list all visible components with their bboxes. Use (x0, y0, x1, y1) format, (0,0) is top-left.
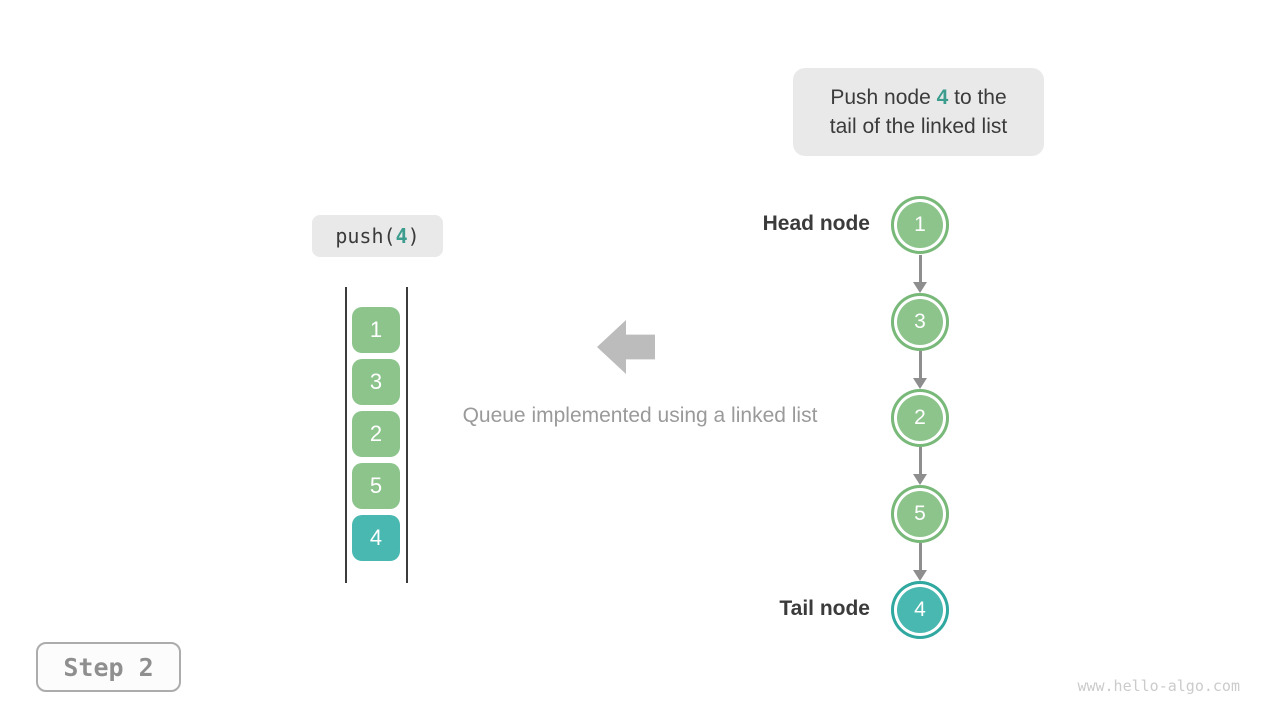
linked-list-node: 3 (891, 293, 949, 351)
linked-list-node-tail: 4 (891, 581, 949, 639)
annotation-text: Push node (830, 86, 937, 109)
queue-cell: 5 (352, 463, 400, 509)
operation-prefix: push( (335, 224, 396, 248)
push-annotation-box: Push node 4 to the tail of the linked li… (793, 68, 1044, 156)
linked-list-node: 2 (891, 389, 949, 447)
down-arrow-icon (913, 351, 927, 389)
queue-cell: 1 (352, 307, 400, 353)
annotation-text: to the (948, 86, 1007, 109)
watermark-text: www.hello-algo.com (1077, 677, 1240, 695)
linked-list-node: 5 (891, 485, 949, 543)
queue-cell: 2 (352, 411, 400, 457)
head-node-label: Head node (762, 212, 870, 235)
queue-cell-pushed: 4 (352, 515, 400, 561)
down-arrow-icon (913, 255, 927, 293)
down-arrow-icon (913, 543, 927, 581)
down-arrow-icon (913, 447, 927, 485)
annotation-highlight-value: 4 (936, 86, 949, 109)
push-operation-chip: push(4) (312, 215, 443, 257)
queue-rail-right (406, 287, 408, 583)
linked-list-node: 1 (891, 196, 949, 254)
queue-rail-left (345, 287, 347, 583)
queue-cell: 3 (352, 359, 400, 405)
operation-argument: 4 (395, 224, 408, 248)
left-arrow-icon (597, 320, 655, 374)
step-badge: Step 2 (36, 642, 181, 692)
annotation-line-1: Push node 4 to the (830, 83, 1006, 112)
tail-node-label: Tail node (779, 597, 870, 620)
operation-suffix: ) (407, 224, 420, 248)
annotation-line-2: tail of the linked list (829, 115, 1008, 138)
diagram-caption: Queue implemented using a linked list (462, 404, 818, 427)
